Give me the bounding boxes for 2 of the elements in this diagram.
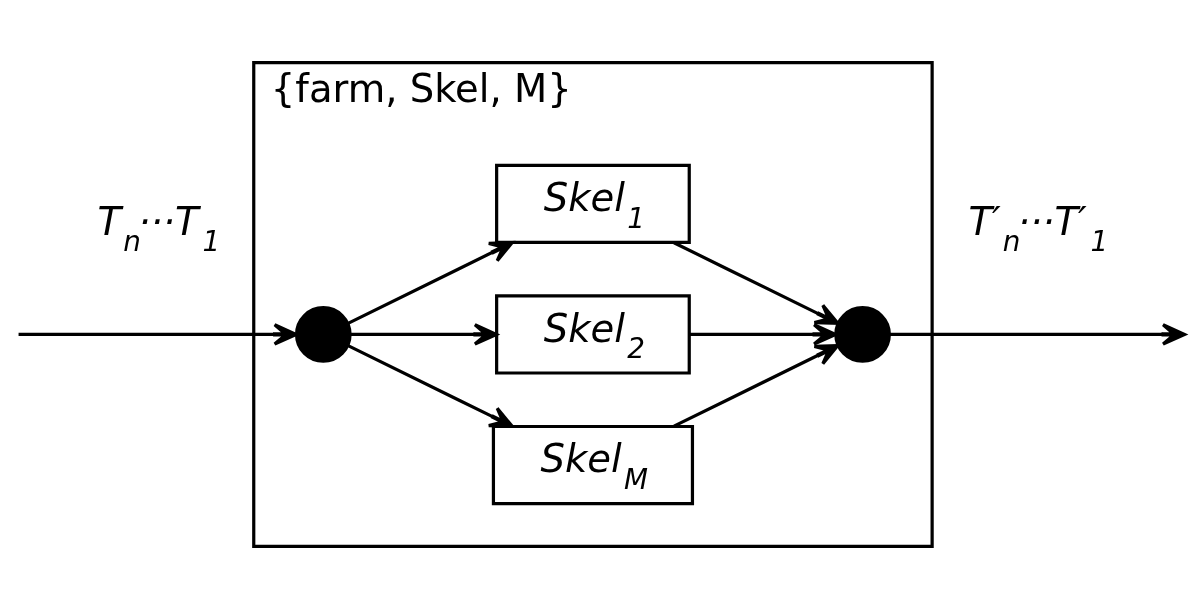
edge-label: T$_{n}$···T$_{1}$ bbox=[97, 198, 221, 259]
edge-label: T′$_{n}$···T′$_{1}$ bbox=[968, 198, 1109, 259]
